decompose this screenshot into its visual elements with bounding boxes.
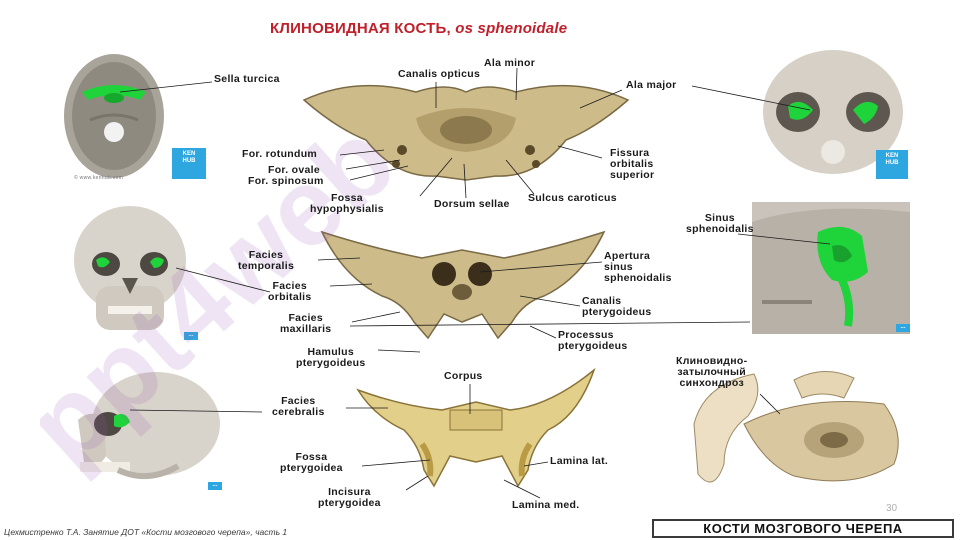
label-synchondrosis: Клиновидно- затылочный синхондроз [676, 355, 748, 389]
label-ala-major: Ala major [626, 79, 677, 91]
label-sulcus-caroticus: Sulcus caroticus [528, 192, 617, 204]
label-fossa-hypophysialis: Fossa hypophysialis [310, 192, 384, 215]
label-fissura-orbitalis-superior: Fissura orbitalis superior [610, 147, 655, 181]
label-dorsum-sellae: Dorsum sellae [434, 198, 510, 210]
sphenoid-anterior-view-image [320, 230, 606, 340]
label-facies-maxillaris: Facies maxillaris [280, 312, 332, 335]
label-lamina-med: Lamina med. [512, 499, 580, 511]
label-sinus-sphenoidalis: Sinus sphenoidalis [686, 212, 754, 235]
label-fossa-pterygoidea: Fossa pterygoidea [280, 451, 343, 474]
footer-author: Цехмистренко Т.А. Занятие ДОТ «Кости моз… [4, 527, 288, 537]
label-canalis-opticus: Canalis opticus [398, 68, 481, 80]
label-sella-turcica: Sella turcica [214, 73, 280, 85]
label-for-rotundum: For. rotundum [242, 148, 318, 160]
sphenoid-posterior-view-image [356, 367, 596, 488]
label-for-spinosum: For. spinosum [248, 175, 324, 187]
small-badge-1: ... [184, 332, 198, 340]
page-number: 30 [886, 503, 898, 514]
label-corpus: Corpus [444, 370, 483, 382]
label-facies-temporalis: Facies temporalis [238, 249, 295, 272]
sphenoid-superior-view-image [302, 84, 630, 181]
footer-section-title: КОСТИ МОЗГОВОГО ЧЕРЕПА [652, 519, 954, 538]
label-facies-cerebralis: Facies cerebralis [272, 395, 325, 418]
label-lamina-lat: Lamina lat. [550, 455, 609, 467]
title-main: КЛИНОВИДНАЯ КОСТЬ, [270, 20, 456, 37]
image-credit: © www.kenhub.com [74, 175, 124, 181]
label-apertura-sinus-sphenoidalis: Apertura sinus sphenoidalis [604, 250, 672, 284]
kenhub-badge-right: KEN HUB [876, 150, 908, 179]
small-badge-2: ... [896, 324, 910, 332]
label-facies-orbitalis: Facies orbitalis [268, 280, 312, 303]
sphenooccipital-synchondrosis-image [693, 370, 899, 483]
label-processus-pterygoideus: Processus pterygoideus [558, 329, 628, 352]
skull-anterior-image [74, 206, 186, 330]
title-latin: os sphenoidale [455, 20, 568, 37]
skull-lateral-image [78, 372, 220, 480]
label-incisura-pterygoidea: Incisura pterygoidea [318, 486, 381, 509]
label-canalis-pterygoideus: Canalis pterygoideus [582, 295, 652, 318]
skull-sagittal-sinus-image [752, 202, 910, 334]
label-hamulus-pterygoideus: Hamulus pterygoideus [296, 346, 366, 369]
label-ala-minor: Ala minor [484, 57, 536, 69]
kenhub-badge-left: KEN HUB [172, 148, 206, 179]
slide-title: КЛИНОВИДНАЯ КОСТЬ, os sphenoidale [270, 20, 750, 37]
skull-base-top-view-image [64, 54, 164, 178]
small-badge-3: ... [208, 482, 222, 490]
label-for-ovale: For. ovale [268, 164, 321, 176]
